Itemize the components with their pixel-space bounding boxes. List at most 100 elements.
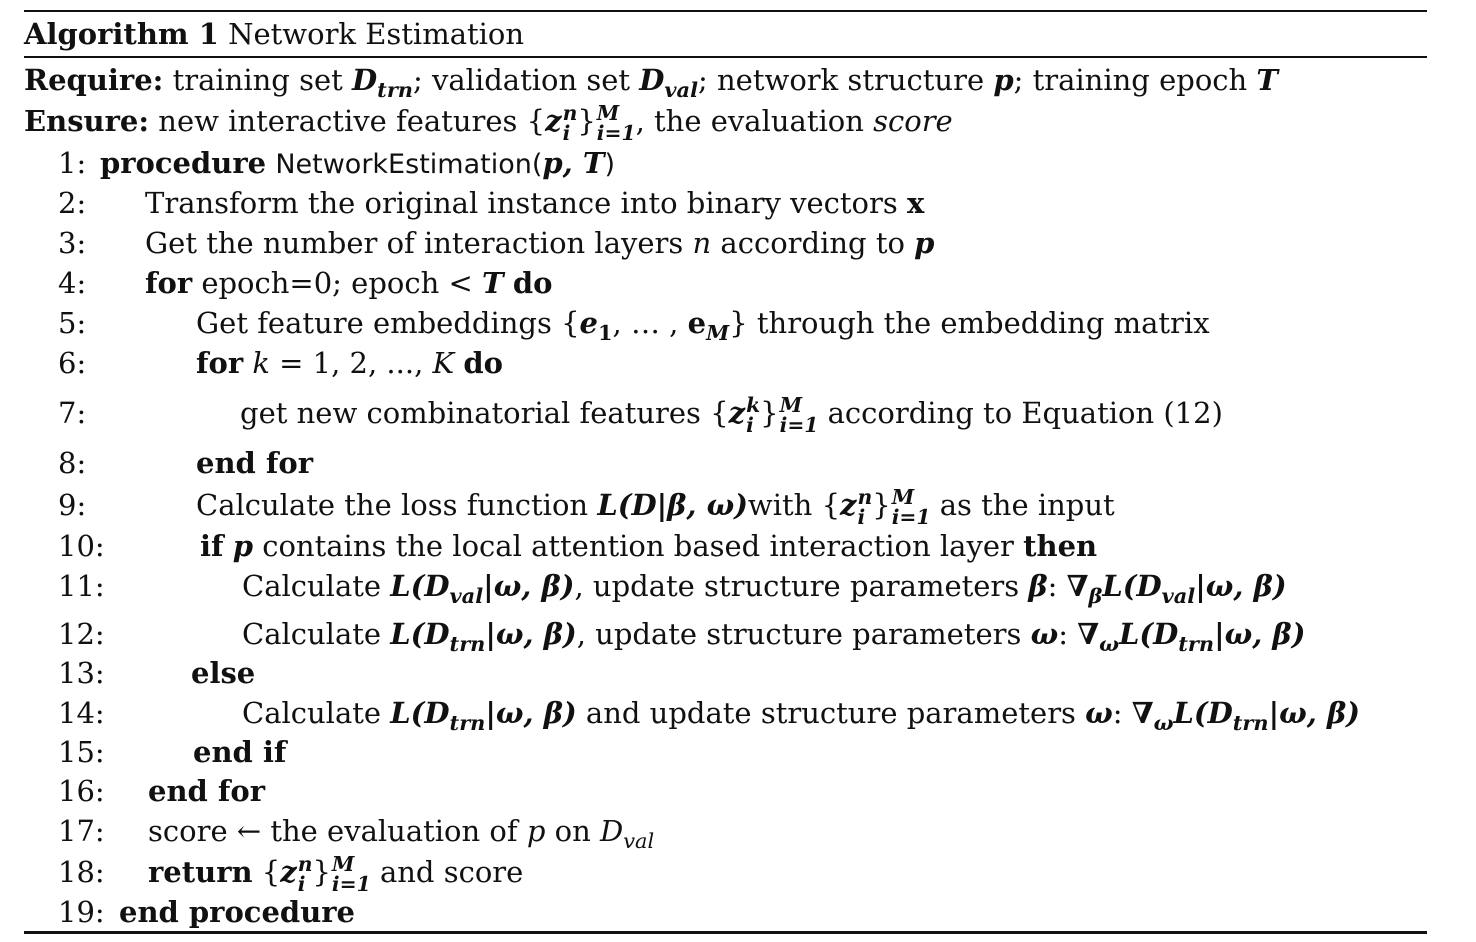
line-1: procedure NetworkEstimation(p, T) [100,143,615,185]
keyword: then [1023,529,1098,563]
line-11: Calculate L(Dval|ω, β), update structure… [242,569,1287,608]
keyword: end if [193,735,287,769]
ens-text: , the evaluation [635,104,874,138]
require-keyword: Require: [24,63,164,97]
math: T [1256,63,1279,97]
math: L(Dtrn|ω, β) [390,696,577,735]
math: β [1028,569,1048,603]
line-text: as the input [930,488,1115,522]
line-number: 2: [58,186,87,220]
line-text: get new combinatorial features [240,396,711,430]
math: n [692,226,712,260]
line-15: end if [193,732,286,772]
line-number: 1: [58,146,87,180]
line-17: score ← the evaluation of p on Dval [148,811,654,851]
procedure-name: NetworkEstimation( [275,149,543,180]
line-number: 10: [58,529,105,563]
line-9: Calculate the loss function L(D|β, ω)wit… [196,485,1115,527]
bottom-rule [24,931,1427,934]
math: L(Dval|ω, β) [390,569,575,608]
ens-score: score [873,104,953,138]
req-text: ; validation set [413,63,640,97]
algorithm-caption: Algorithm 1 Network Estimation [24,14,524,54]
caption-label: Algorithm 1 [24,17,219,51]
line-number: 4: [58,266,87,300]
line-text: , update structure parameters [574,569,1029,603]
line-16: end for [148,771,265,811]
line-text: according to [711,226,915,260]
math: L(Dtrn|ω, β) [1173,696,1360,735]
line-number: 13: [58,656,105,690]
line-number: 19: [58,895,105,929]
req-text: ; network structure [698,63,994,97]
line-5: Get feature embeddings {e1, … , eM} thro… [196,303,1210,343]
line-14: Calculate L(Dtrn|ω, β) and update struct… [242,696,1360,735]
math: T [482,266,504,300]
line-6: for k = 1, 2, ..., K do [196,343,503,383]
line-2: Transform the original instance into bin… [145,183,924,223]
math: L(D|β, ω) [597,488,748,522]
caption-rule [24,56,1427,58]
math: K [432,346,455,380]
math: ∇ [1131,696,1154,730]
keyword: do [463,346,504,380]
line-text: score ← the evaluation of [148,814,527,848]
keyword: end procedure [119,895,356,929]
line-text: and score [370,855,524,889]
math: Dval [599,814,655,853]
line-number: 5: [58,306,87,340]
line-text: Calculate [242,696,391,730]
keyword: else [191,656,256,690]
paren: ) [604,149,615,180]
line-4: for epoch=0; epoch < T do [145,263,552,303]
line-text: according to Equation (12) [818,396,1223,430]
line-number: 18: [58,855,105,889]
line-number: 11: [58,569,105,603]
keyword: procedure [100,146,267,180]
keyword: for [196,346,244,380]
line-3: Get the number of interaction layers n a… [145,223,934,263]
line-text: Calculate the loss function [196,488,598,522]
math: Dtrn [352,63,413,102]
math: p, T [542,146,605,180]
line-text: Get the number of interaction layers [145,226,693,260]
line-number: 9: [58,488,87,522]
keyword: return [148,855,253,889]
math: p [526,814,546,848]
line-number: 6: [58,346,87,380]
line-8: end for [196,443,313,483]
line-12: Calculate L(Dtrn|ω, β) , update structure… [242,617,1306,656]
line-text: through the embedding matrix [747,306,1210,340]
line-text: Get feature embeddings [196,306,562,340]
line-text: Calculate [242,617,391,651]
ensure-keyword: Ensure: [24,104,150,138]
math: L(Dval|ω, β) [1102,569,1287,608]
line-number: 16: [58,774,105,808]
line-number: 14: [58,696,105,730]
math: L(Dtrn|ω, β) [1118,617,1306,656]
line-text: Transform the original instance into bin… [145,186,907,220]
line-number: 7: [58,396,87,430]
keyword: if [200,529,224,563]
line-text: on [545,814,600,848]
line-number: 8: [58,446,87,480]
math: {e1, … , eM} [561,306,748,345]
math: k [252,346,270,380]
math: x [906,186,925,220]
line-text: , update structure parameters [576,617,1031,651]
line-text: and update structure parameters [576,696,1086,730]
line-number: 3: [58,226,87,260]
keyword: end for [196,446,314,480]
line-number: 15: [58,735,105,769]
math: ∇ [1066,569,1089,603]
math: p [232,529,253,563]
req-text: ; training epoch [1013,63,1257,97]
line-text: = 1, 2, ..., [269,346,433,380]
require-line: Require: training set Dtrn; validation s… [24,60,1278,100]
math: ω [1030,617,1059,651]
line-text: contains the local attention based inter… [253,529,1024,563]
